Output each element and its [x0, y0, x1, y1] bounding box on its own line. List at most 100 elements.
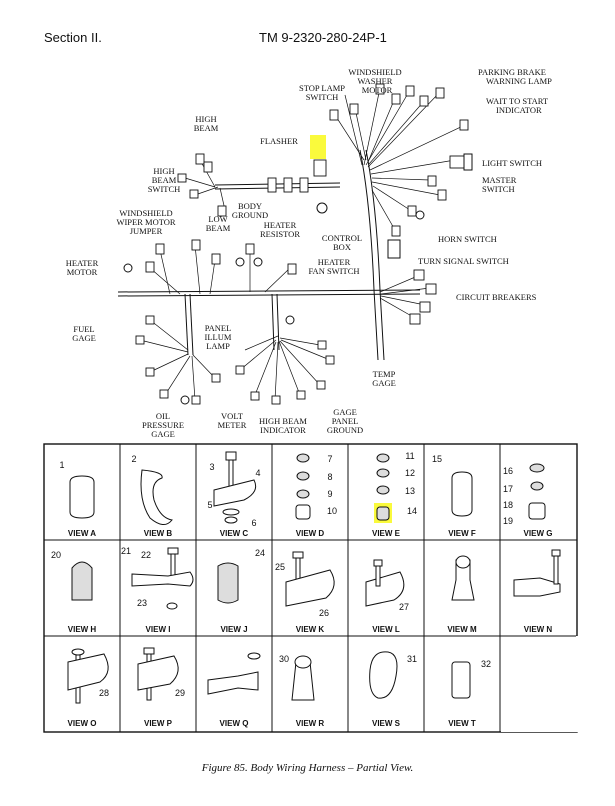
label-temp-gage-1: TEMP	[373, 369, 396, 379]
item-2: 2	[131, 454, 136, 464]
label-low-beam-1: LOW	[208, 214, 227, 224]
view-h-label: VIEW H	[68, 625, 97, 634]
label-panel-illum-1: PANEL	[205, 323, 232, 333]
view-i-label: VIEW I	[146, 625, 171, 634]
label-windshield-washer-3: MOTOR	[362, 85, 393, 95]
label-heater-fan-2: FAN SWITCH	[308, 266, 359, 276]
item-8: 8	[327, 472, 332, 482]
item-12: 12	[405, 468, 415, 478]
view-s-label: VIEW S	[372, 719, 401, 728]
label-stop-lamp-2: SWITCH	[306, 92, 339, 102]
item-23: 23	[137, 598, 147, 608]
item-18: 18	[503, 500, 513, 510]
view-e-label: VIEW E	[372, 529, 401, 538]
item-14: 14	[407, 506, 417, 516]
view-c-label: VIEW C	[220, 529, 249, 538]
item-11: 11	[405, 451, 414, 461]
label-wait-to-start-1: WAIT TO START	[486, 96, 549, 106]
view-f-label: VIEW F	[448, 529, 476, 538]
label-heater-motor-1: HEATER	[66, 258, 99, 268]
flasher-highlight	[310, 135, 326, 159]
label-gage-panel-ground-2: PANEL	[332, 416, 359, 426]
item-28: 28	[99, 688, 109, 698]
view-b-label: VIEW B	[144, 529, 173, 538]
label-windshield-washer-1: WINDSHIELD	[348, 67, 401, 77]
view-parts	[67, 451, 561, 704]
item-1: 1	[59, 460, 64, 470]
item-19: 19	[503, 516, 513, 526]
label-body-ground-1: BODY	[238, 201, 262, 211]
label-heater-resistor-2: RESISTOR	[260, 229, 300, 239]
label-low-beam-2: BEAM	[206, 223, 231, 233]
item-22: 22	[141, 550, 151, 560]
label-turn-signal: TURN SIGNAL SWITCH	[418, 256, 509, 266]
item-31: 31	[407, 654, 417, 664]
label-heater-motor-2: MOTOR	[67, 267, 98, 277]
view-n-label: VIEW N	[524, 625, 553, 634]
item-10: 10	[327, 506, 337, 516]
label-horn-switch: HORN SWITCH	[438, 234, 497, 244]
label-high-beam-indicator-2: INDICATOR	[260, 425, 306, 435]
item-16: 16	[503, 466, 513, 476]
label-high-beam-switch-3: SWITCH	[148, 184, 181, 194]
view-labels: VIEW A VIEW B VIEW C VIEW D VIEW E VIEW …	[68, 529, 553, 728]
label-fuel-gage-2: GAGE	[72, 333, 96, 343]
label-oil-pressure-1: OIL	[156, 411, 170, 421]
label-oil-pressure-2: PRESSURE	[142, 420, 184, 430]
item-6: 6	[251, 518, 256, 528]
label-master-switch-2: SWITCH	[482, 184, 515, 194]
view-a-label: VIEW A	[68, 529, 96, 538]
item-7: 7	[327, 454, 332, 464]
label-parking-brake-1: PARKING BRAKE	[478, 67, 546, 77]
item-13: 13	[405, 486, 415, 496]
label-flasher: FLASHER	[260, 136, 298, 146]
item-20: 20	[51, 550, 61, 560]
callout-labels: WINDSHIELD WASHER MOTOR PARKING BRAKE WA…	[66, 67, 552, 439]
view-t-label: VIEW T	[448, 719, 476, 728]
item-4: 4	[255, 468, 260, 478]
label-high-beam-indicator-1: HIGH BEAM	[259, 416, 307, 426]
item-26: 26	[319, 608, 329, 618]
item-27: 27	[399, 602, 409, 612]
label-volt-meter-2: METER	[218, 420, 247, 430]
label-panel-illum-2: ILLUM	[205, 332, 232, 342]
label-volt-meter-1: VOLT	[221, 411, 244, 421]
view-m-label: VIEW M	[447, 625, 477, 634]
label-heater-fan-1: HEATER	[318, 257, 351, 267]
section-label: Section II.	[44, 30, 102, 45]
label-high-beam-2: BEAM	[194, 123, 219, 133]
label-high-beam-1: HIGH	[195, 114, 216, 124]
item-15: 15	[432, 454, 442, 464]
label-heater-resistor-1: HEATER	[264, 220, 297, 230]
label-wait-to-start-2: INDICATOR	[496, 105, 542, 115]
label-high-beam-switch-1: HIGH	[153, 166, 174, 176]
item-21: 21	[121, 546, 131, 556]
view-p-label: VIEW P	[144, 719, 173, 728]
label-temp-gage-2: GAGE	[372, 378, 396, 388]
view-l-label: VIEW L	[372, 625, 400, 634]
label-parking-brake-2: WARNING LAMP	[486, 76, 552, 86]
label-wiper-motor-3: JUMPER	[130, 226, 163, 236]
item-3: 3	[209, 462, 214, 472]
item-32: 32	[481, 659, 491, 669]
item-29: 29	[175, 688, 185, 698]
view-g-label: VIEW G	[524, 529, 553, 538]
label-control-box-1: CONTROL	[322, 233, 362, 243]
view-k-label: VIEW K	[296, 625, 325, 634]
item-24: 24	[255, 548, 265, 558]
label-wiper-motor-1: WINDSHIELD	[119, 208, 172, 218]
label-circuit-breakers: CIRCUIT BREAKERS	[456, 292, 537, 302]
item-9: 9	[327, 489, 332, 499]
label-fuel-gage-1: FUEL	[73, 324, 94, 334]
manual-number: TM 9-2320-280-24P-1	[259, 30, 387, 45]
view-grid	[43, 443, 578, 733]
label-control-box-2: BOX	[333, 242, 351, 252]
label-high-beam-switch-2: BEAM	[152, 175, 177, 185]
view-r-label: VIEW R	[296, 719, 325, 728]
item-5: 5	[207, 500, 212, 510]
item-25: 25	[275, 562, 285, 572]
label-windshield-washer-2: WASHER	[358, 76, 393, 86]
view-o-label: VIEW O	[68, 719, 97, 728]
label-oil-pressure-3: GAGE	[151, 429, 175, 439]
